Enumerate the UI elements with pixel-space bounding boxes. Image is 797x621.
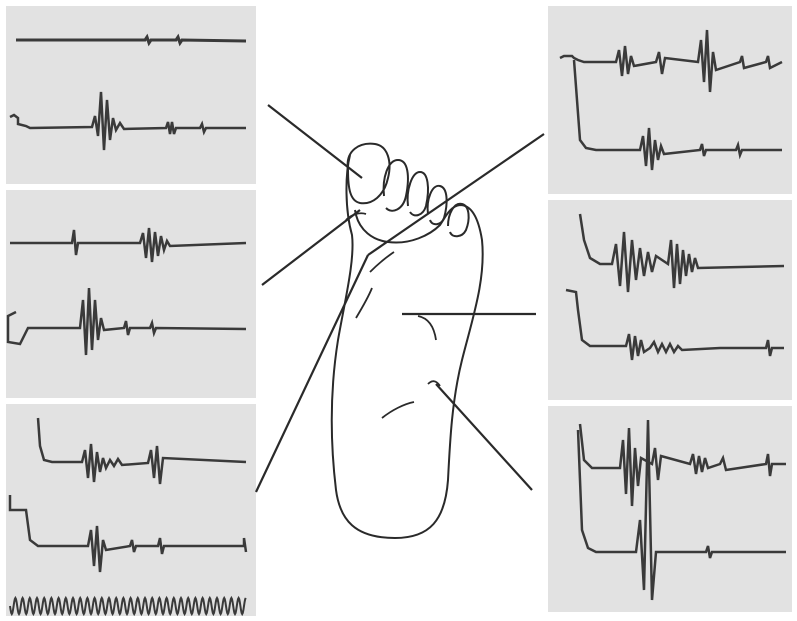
left-panel-2 xyxy=(6,190,256,398)
right-panel-3 xyxy=(548,406,792,612)
right-column xyxy=(548,6,792,612)
left-panel-3 xyxy=(6,404,256,616)
left-panel-1 xyxy=(6,6,256,184)
right-panel-1 xyxy=(548,6,792,194)
right-panel-2 xyxy=(548,200,792,400)
left-column xyxy=(6,6,256,616)
